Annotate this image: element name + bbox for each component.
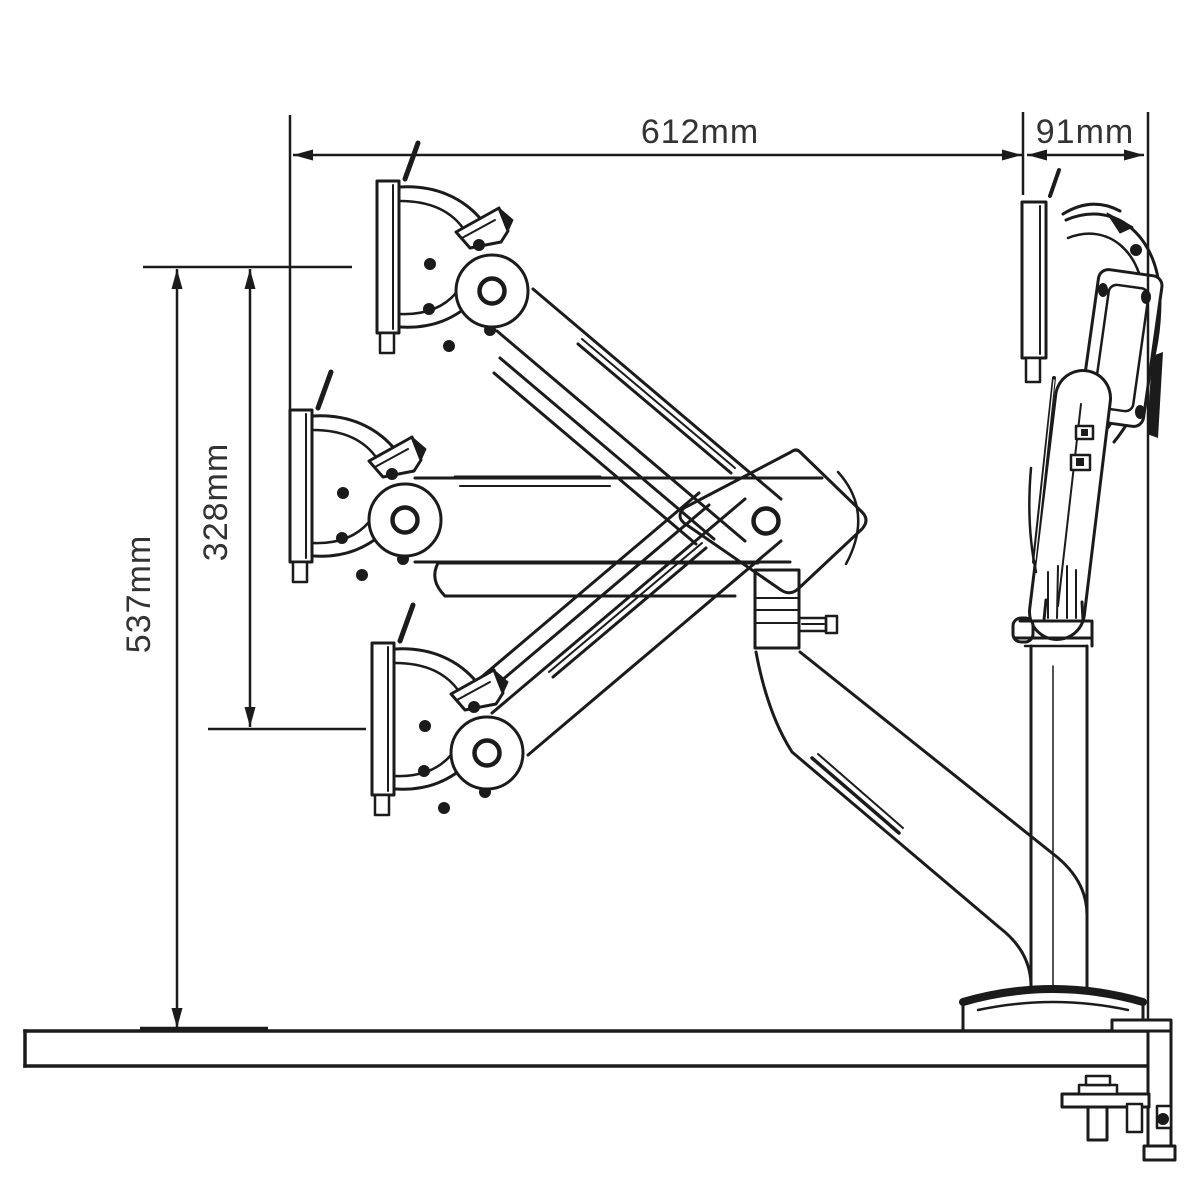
folded-bracket-hook (1061, 202, 1122, 216)
bracket-screw-dot (1130, 244, 1142, 256)
monitor-head-low (372, 605, 523, 815)
riser-collar-tab (1011, 616, 1035, 644)
lower-arm-front-edge (754, 650, 1033, 988)
clamp-outer-plate (1146, 1029, 1173, 1151)
lower-arm-slot (817, 753, 904, 829)
dimension-label-612mm: 612mm (641, 113, 759, 151)
arrowhead-down-icon (244, 707, 256, 727)
dimension-label-537mm: 537mm (120, 535, 158, 653)
arrowhead-up-icon (171, 269, 183, 289)
upper-arm-slot (548, 542, 703, 673)
gas-spring-rod-highlight (1034, 379, 1055, 561)
folded-monitor-panel (1020, 200, 1048, 360)
vesa-plate-inner (1092, 283, 1150, 413)
upper-arm-edge (490, 497, 747, 715)
lower-arm-and-riser (754, 644, 1089, 988)
folded-arm-button-dot (1081, 429, 1088, 436)
parallel-link-end-curve (433, 561, 447, 598)
arrowhead-left-icon (1027, 149, 1047, 161)
arm-position-mid (290, 372, 824, 598)
clamp-side-knob-dot (1157, 1113, 1169, 1125)
lower-arm-slot (810, 756, 901, 835)
vesa-screw (1135, 405, 1145, 419)
parallel-link-edge (486, 503, 711, 694)
upper-arm-slot (551, 546, 708, 679)
upper-arm-slot (581, 338, 736, 469)
folded-arm-left-edge (1028, 466, 1038, 574)
vesa-screw (1098, 283, 1108, 297)
clamp-foot (1142, 1144, 1177, 1162)
elbow-side-curve (836, 470, 860, 566)
lower-pivot-edge (1080, 600, 1085, 622)
upper-arm-edge (531, 287, 783, 501)
upper-arm-edge (526, 539, 783, 757)
folded-arm-button-dot (1076, 458, 1084, 466)
bracket-side-wedge (1147, 352, 1163, 438)
parallel-link-edge (492, 371, 698, 546)
arrowhead-right-icon (1002, 149, 1022, 161)
folded-arm-side-view (1011, 168, 1164, 648)
folded-monitor-panel-notch (1024, 356, 1042, 384)
dimension-lift-range: 328mm (197, 269, 366, 731)
dimension-folded-depth: 91mm (1021, 112, 1150, 1020)
clamp-screw-washer (1077, 1083, 1119, 1096)
dimension-horizontal-reach: 612mm (288, 113, 1022, 413)
clamp-screw-shaft (1086, 1105, 1109, 1142)
arrowhead-left-icon (293, 149, 313, 161)
arrowhead-right-icon (1124, 149, 1144, 161)
arm-position-high (377, 143, 783, 546)
clamp-top-lip (1110, 1018, 1173, 1033)
elbow-pivot-hole (751, 506, 781, 536)
lower-arm-back-edge (798, 650, 1089, 988)
arrowhead-up-icon (244, 269, 256, 289)
dimension-label-328mm: 328mm (197, 443, 235, 561)
parallel-link-edge (476, 491, 701, 682)
vesa-screw (1141, 290, 1151, 304)
arrowhead-down-icon (171, 1008, 183, 1028)
folded-release-tab-spike (1048, 168, 1061, 198)
base-rim (959, 985, 1147, 1006)
clamp-screw-nut (1084, 1074, 1112, 1087)
lower-pivot-rib (1056, 565, 1059, 619)
base-inner-line (976, 1000, 1130, 1012)
elbow-plate (678, 448, 868, 595)
elbow-joint (678, 448, 868, 650)
dimension-label-91mm: 91mm (1036, 113, 1134, 151)
upper-arm-slot (576, 342, 733, 475)
clamp-side-bolt (1125, 1102, 1144, 1134)
tension-bolt-cap (824, 614, 839, 635)
lower-pivot-edge (1042, 598, 1048, 622)
desk-surface (23, 1029, 1150, 1068)
upper-arm-edge (495, 329, 747, 543)
desk-clamp (1060, 1018, 1177, 1162)
dimension-max-height: 537mm (120, 265, 352, 1032)
monitor-head-high (377, 143, 528, 353)
